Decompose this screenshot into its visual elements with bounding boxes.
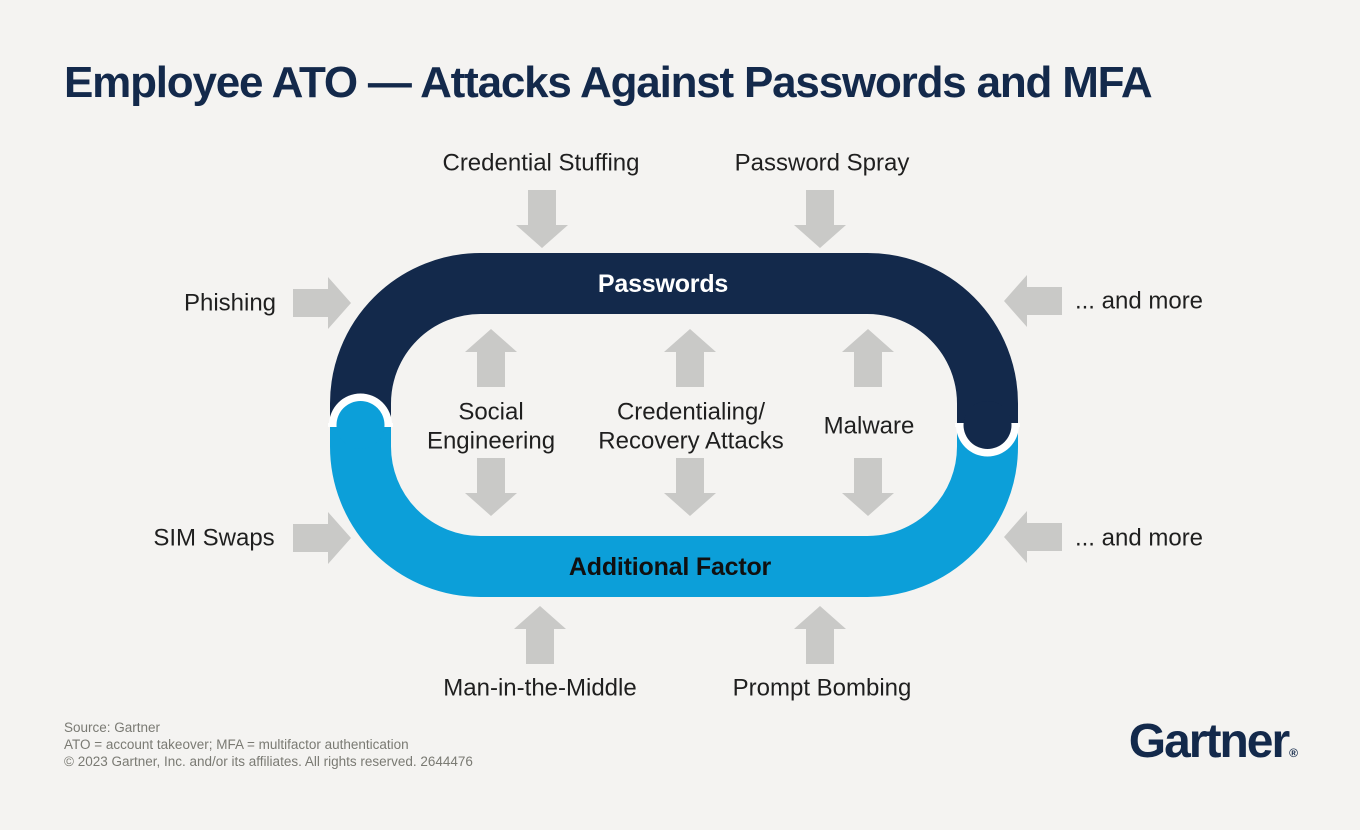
right-link-joint [955,401,1020,457]
arrow-down-icon [664,458,716,516]
page-title: Employee ATO — Attacks Against Passwords… [64,58,1153,107]
footer-note: ATO = account takeover; MFA = multifacto… [64,737,409,752]
gartner-logo-text: Gartner [1128,715,1290,768]
arrow-down-icon [516,190,568,248]
arrow-up-icon [794,606,846,664]
arrow-left-icon [1004,275,1062,327]
arrow-down-icon [794,190,846,248]
passwords-ring-label: Passwords [598,270,728,298]
arrow-up-icon [664,329,716,387]
credential-stuffing-label: Credential Stuffing [442,150,639,177]
arrow-up-icon [842,329,894,387]
arrow-right-icon [293,277,351,329]
arrow-down-icon [842,458,894,516]
registered-trademark-icon: ® [1289,746,1298,760]
sim-swaps-label: SIM Swaps [153,525,274,552]
malware-label: Malware [824,413,915,440]
footer-source: Source: Gartner [64,720,161,735]
phishing-label: Phishing [184,290,276,317]
social-engineering-label-line1: Social [458,399,523,426]
and-more-bottom-label: ... and more [1075,525,1203,552]
arrow-up-icon [465,329,517,387]
gartner-logo: Gartner® [1129,718,1298,766]
password-chain-link [330,253,1018,425]
arrow-right-icon [293,512,351,564]
password-spray-label: Password Spray [735,150,910,177]
arrow-up-icon [514,606,566,664]
footer: Source: Gartner ATO = account takeover; … [64,719,473,770]
additional-factor-ring-label: Additional Factor [569,553,772,581]
additional-factor-chain-link [330,425,1018,597]
credentialing-recovery-label-line2: Recovery Attacks [598,428,783,455]
arrow-down-icon [465,458,517,516]
arrow-left-icon [1004,511,1062,563]
footer-copyright: © 2023 Gartner, Inc. and/or its affiliat… [64,754,473,769]
prompt-bombing-label: Prompt Bombing [733,675,912,702]
social-engineering-label-line2: Engineering [427,428,555,455]
man-in-the-middle-label: Man-in-the-Middle [443,675,636,702]
and-more-top-label: ... and more [1075,288,1203,315]
credentialing-recovery-label-line1: Credentialing/ [617,399,765,426]
left-link-joint [328,393,393,449]
